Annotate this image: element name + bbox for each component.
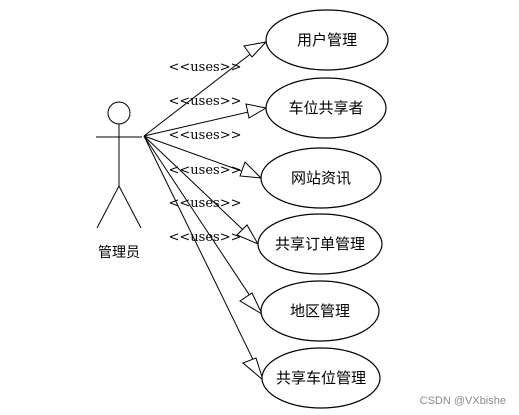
association-line-1 — [143, 41, 267, 137]
use-case-ellipse[interactable] — [265, 9, 389, 71]
use-case-label: 共享车位管理 — [276, 369, 366, 387]
association-lines — [143, 41, 268, 382]
association-line-6 — [143, 135, 264, 381]
actor-head — [107, 101, 131, 125]
use-case-5[interactable]: 地区管理 — [260, 280, 380, 342]
arrowhead-1 — [243, 41, 268, 58]
use-case-2[interactable]: 车位共享者 — [265, 77, 387, 139]
stereotype-label-1: <<uses>> — [169, 60, 242, 75]
use-case-ellipse[interactable] — [265, 77, 387, 139]
watermark-text: CSDN @VXbishe — [420, 395, 506, 407]
use-case-4[interactable]: 共享订单管理 — [257, 213, 383, 275]
use-case-label: 网站资讯 — [291, 169, 351, 187]
association-line-2 — [143, 107, 267, 137]
use-case-ellipse[interactable] — [260, 147, 382, 209]
association-line-5 — [143, 135, 263, 315]
actor-figure — [96, 101, 142, 229]
use-case-label: 车位共享者 — [288, 99, 363, 117]
association-line-4 — [143, 135, 259, 245]
use-case-ellipse[interactable] — [260, 280, 380, 342]
use-case-label: 用户管理 — [297, 31, 357, 49]
stereotype-label-5: <<uses>> — [169, 196, 242, 211]
arrowhead-2 — [245, 103, 268, 119]
use-case-3[interactable]: 网站资讯 — [260, 147, 382, 209]
arrowhead-4 — [236, 224, 260, 246]
arrowhead-3 — [239, 161, 263, 179]
stereotype-label-4: <<uses>> — [169, 163, 242, 178]
use-case-label: 共享订单管理 — [275, 235, 365, 253]
stereotype-labels: <<uses>> <<uses>> <<uses>> <<uses>> <<us… — [169, 60, 242, 245]
use-case-label: 地区管理 — [290, 302, 350, 320]
use-case-ellipse[interactable] — [257, 213, 383, 275]
use-case-1[interactable]: 用户管理 — [265, 9, 389, 71]
use-case-6[interactable]: 共享车位管理 — [261, 347, 381, 409]
arrowhead-6 — [242, 357, 265, 382]
actor-label: 管理员 — [98, 245, 140, 261]
arrowhead-5 — [239, 292, 264, 316]
use-case-ellipse[interactable] — [261, 347, 381, 409]
actor-left-leg — [96, 185, 120, 229]
stereotype-label-3: <<uses>> — [169, 128, 242, 143]
actor-right-leg — [118, 185, 142, 229]
stereotype-label-6: <<uses>> — [169, 230, 242, 245]
stereotype-label-2: <<uses>> — [169, 94, 242, 109]
